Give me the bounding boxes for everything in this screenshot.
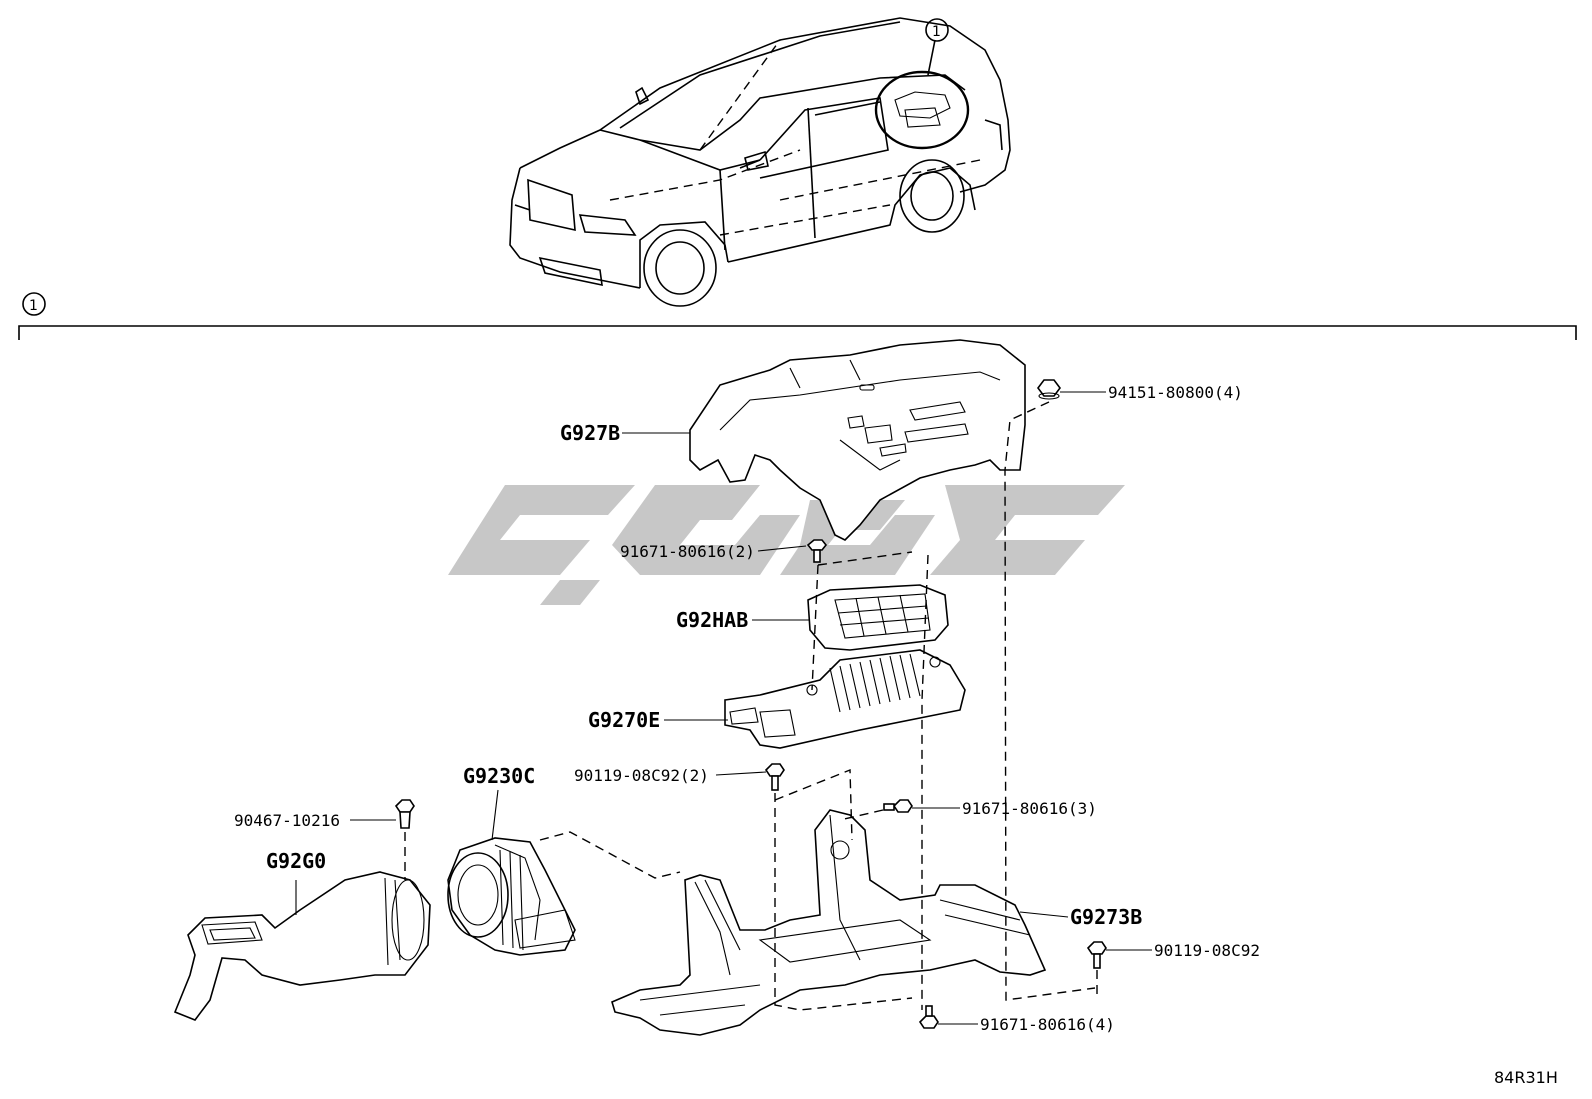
vehicle-callout-number: 1 [932, 24, 941, 40]
fastener-clip-90467 [394, 799, 415, 829]
fan-g9230c [447, 837, 576, 956]
section-bracket: 1 [18, 292, 1577, 340]
fastener-bolt-90119-b [1086, 941, 1107, 969]
fastener-bolt-91671-c [918, 1005, 939, 1029]
cover-g927b [689, 339, 1026, 541]
label-g92hab: G92HAB [676, 608, 748, 632]
leader-lines [295, 391, 1152, 1025]
label-g9273b: G9273B [1070, 905, 1142, 929]
fastener-bolt-91671-a [806, 539, 828, 563]
duct-g92g0 [173, 871, 431, 1021]
watermark-logo [448, 485, 1125, 605]
part-number-91671-80616-4: 91671-80616(4) [980, 1015, 1115, 1034]
figure-code: 84R31H [1494, 1068, 1558, 1087]
fastener-nut-94151 [1037, 379, 1061, 400]
fastener-bolt-91671-b [883, 799, 913, 813]
section-marker-number: 1 [29, 298, 38, 314]
fastener-bolt-90119-a [764, 763, 785, 791]
bracket-g92hab [807, 584, 949, 651]
tray-g9273b [611, 809, 1047, 1036]
label-g92g0: G92G0 [266, 849, 326, 873]
label-g9270e: G9270E [588, 708, 660, 732]
assembly-lines [404, 401, 1098, 1011]
part-number-90467-10216: 90467-10216 [234, 811, 340, 830]
part-number-90119-08c92: 90119-08C92 [1154, 941, 1260, 960]
part-number-90119-08c92-2: 90119-08C92(2) [574, 766, 709, 785]
part-number-91671-80616-2: 91671-80616(2) [620, 542, 755, 561]
part-number-91671-80616-3: 91671-80616(3) [962, 799, 1097, 818]
label-g927b: G927B [560, 421, 620, 445]
label-g9230c: G9230C [463, 764, 535, 788]
module-g9270e [724, 649, 966, 749]
vehicle-illustration: 1 [509, 17, 1011, 307]
part-number-94151-80800: 94151-80800(4) [1108, 383, 1243, 402]
